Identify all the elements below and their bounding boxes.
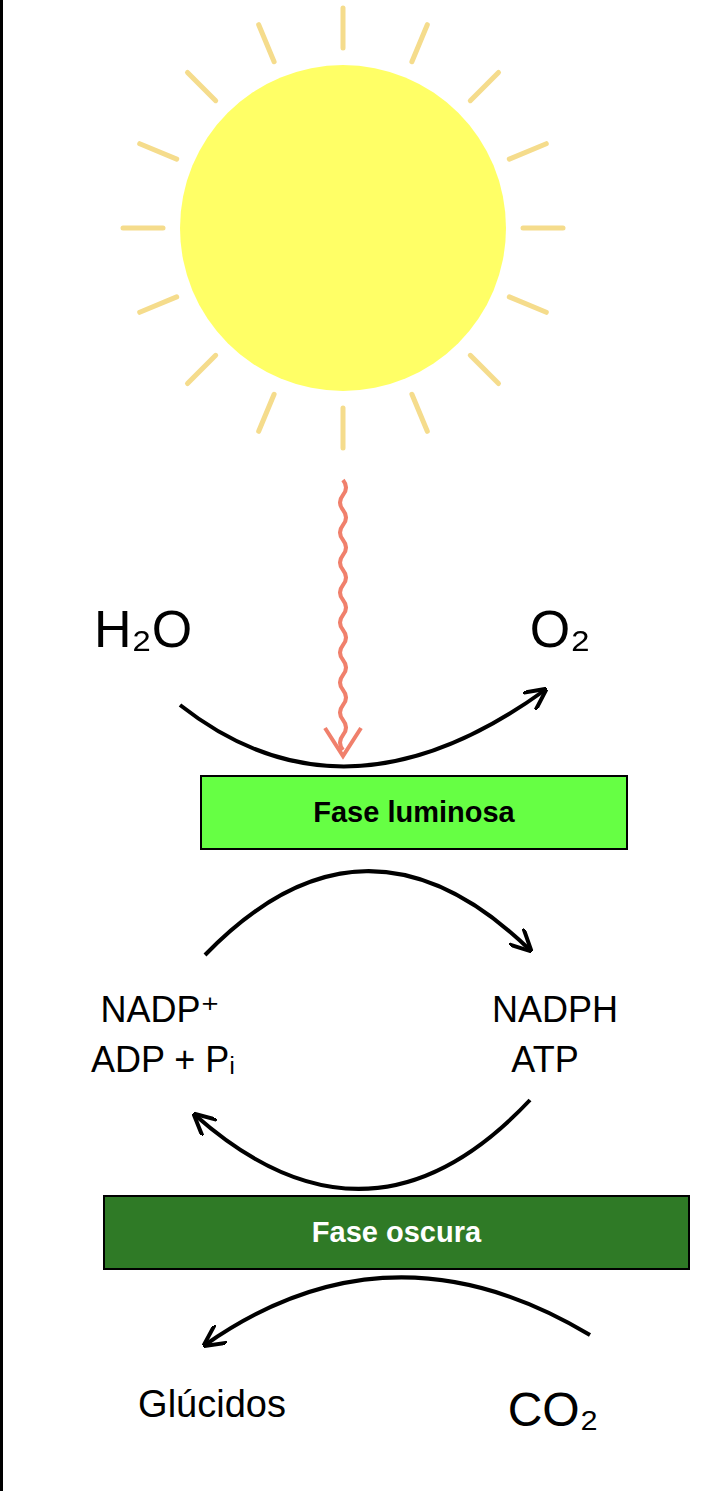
cofactor-label: NADPH [492, 990, 618, 1030]
phase-name: Fase luminosa [313, 796, 514, 829]
carbon-arrow [205, 1277, 590, 1345]
phase-name: Fase oscura [312, 1216, 481, 1249]
sun [180, 65, 506, 391]
light-ray-head [325, 728, 361, 756]
product-label: O₂ [530, 601, 591, 658]
sun-rays [123, 8, 563, 448]
frame-edge [0, 0, 3, 1491]
reactant-label: CO₂ [508, 1384, 599, 1437]
cofactor-label: NADP⁺ [100, 990, 219, 1030]
cofactor-label: ADP + Pᵢ [91, 1040, 235, 1080]
light-ray [340, 480, 346, 750]
phase-box: Fase oscura [103, 1195, 690, 1270]
phase-box: Fase luminosa [200, 775, 628, 850]
product-label: Glúcidos [138, 1384, 286, 1426]
reactant-label: H₂O [94, 601, 192, 658]
light-cycle-arrow [205, 871, 530, 955]
water-arrow [180, 690, 545, 766]
cofactor-label: ATP [511, 1040, 578, 1080]
dark-cycle-arrow [195, 1100, 530, 1189]
